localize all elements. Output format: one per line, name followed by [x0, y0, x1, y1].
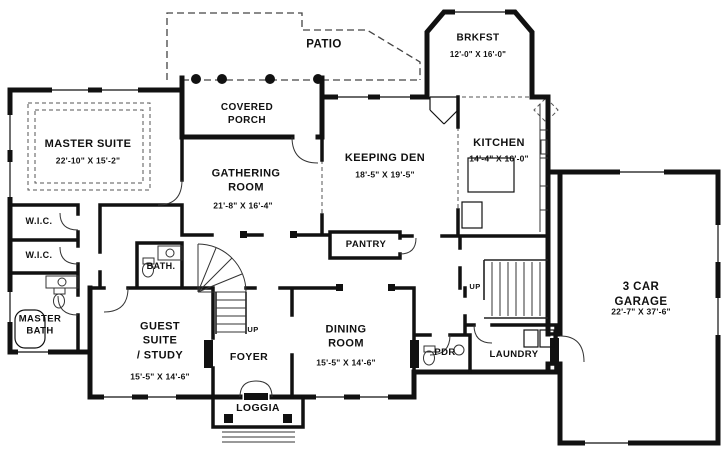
porch-column	[191, 74, 201, 84]
windows	[6, 8, 722, 447]
sink-icon	[165, 248, 175, 258]
room-label-master-suite: MASTER SUITE	[44, 137, 132, 150]
door-swing-arcs	[57, 136, 585, 398]
room-label-dining-room: DINING ROOM	[325, 323, 367, 350]
guest-suite-door	[204, 340, 213, 368]
porch-column	[313, 74, 323, 84]
room-dims-garage: 22'-7" X 37'-6"	[611, 306, 671, 317]
stairs-main	[197, 243, 247, 334]
room-dims-brkfst: 12'-0" X 16'-0"	[449, 49, 507, 59]
stairs-rear	[483, 259, 548, 319]
room-label-wic-bottom: W.I.C.	[25, 250, 53, 261]
room-dims-kitchen: 14'-4" X 16'-0"	[469, 153, 529, 164]
door-leaves	[204, 338, 559, 400]
kitchen-island	[467, 157, 515, 193]
loggia-steps	[222, 431, 295, 443]
room-dims-master-suite: 22'-10" X 15'-2"	[55, 155, 121, 166]
room-label-garage: 3 CAR GARAGE	[614, 281, 668, 308]
master-bath-fixtures	[14, 275, 79, 349]
room-label-bath: BATH.	[146, 261, 176, 272]
toilet-icon	[142, 262, 154, 278]
patio-outline	[166, 12, 421, 81]
room-label-covered-porch: COVERED PORCH	[220, 102, 274, 126]
laundry-fixtures	[523, 329, 555, 348]
room-dims-keeping-den: 18'-5" X 19'-5"	[355, 169, 415, 180]
room-label-guest-suite: GUEST SUITE / STUDY	[136, 320, 184, 362]
refrigerator	[461, 201, 483, 229]
room-label-laundry: LAUNDRY	[489, 348, 539, 360]
dryer-icon	[539, 329, 555, 348]
room-label-gathering-room: GATHERING ROOM	[211, 167, 281, 194]
room-label-master-bath: MASTER BATH	[18, 313, 62, 337]
columns	[191, 74, 395, 423]
room-label-patio: PATIO	[306, 38, 342, 51]
room-label-brkfst: BRKFST	[456, 32, 500, 44]
bath-fixtures	[142, 245, 183, 278]
loggia-column	[224, 414, 233, 423]
garage-entry-door	[550, 338, 559, 364]
fireplace	[429, 96, 459, 125]
room-label-loggia: LOGGIA	[236, 402, 280, 415]
washer-icon	[523, 329, 539, 348]
kitchen-fixtures	[461, 104, 548, 232]
room-label-kitchen: KITCHEN	[473, 136, 525, 149]
kitchen-sink	[540, 139, 548, 155]
tray-ceiling-dashed	[27, 102, 151, 191]
room-label-pantry: PANTRY	[345, 238, 387, 250]
sink-counter	[157, 245, 183, 261]
room-label-pdr: PDR	[434, 346, 456, 358]
room-dims-dining-room: 15'-5" X 14'-6"	[316, 357, 376, 368]
toilet-icon	[423, 350, 435, 366]
loggia-column	[283, 414, 292, 423]
porch-column	[217, 74, 227, 84]
front-door	[244, 393, 268, 400]
sink-icon	[453, 344, 465, 356]
room-label-wic-top: W.I.C.	[25, 216, 53, 227]
vanity	[45, 275, 79, 289]
room-dims-guest-suite: 15'-5" X 14'-6"	[130, 371, 190, 382]
stairs-up-label-rear: UP	[469, 282, 481, 292]
dining-hall-door	[410, 340, 419, 368]
sink-icon	[57, 277, 67, 287]
pdr-fixtures	[423, 344, 465, 366]
bathtub-icon	[14, 309, 46, 349]
room-dims-gathering-room: 21'-8" X 16'-4"	[213, 200, 273, 211]
stairs-up-label-main: UP	[247, 325, 259, 335]
room-label-keeping-den: KEEPING DEN	[344, 151, 426, 164]
room-label-foyer: FOYER	[229, 351, 269, 364]
porch-column	[265, 74, 275, 84]
